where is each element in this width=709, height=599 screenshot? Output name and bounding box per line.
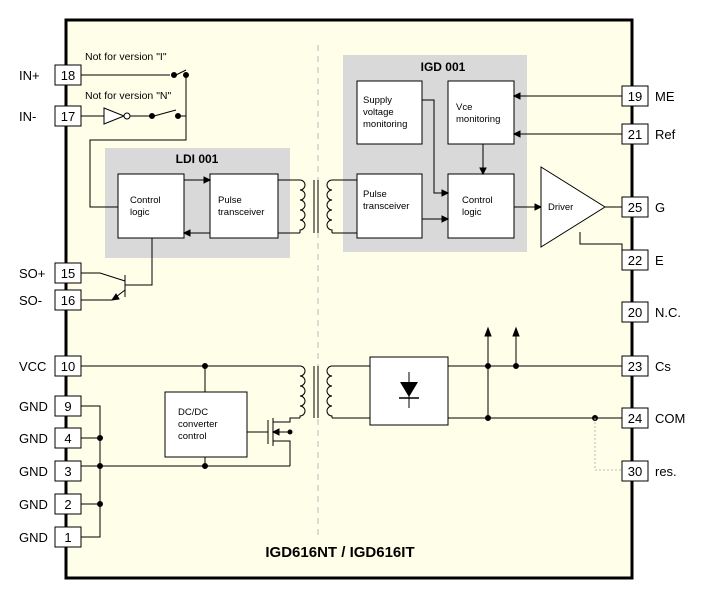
svg-text:N.C.: N.C. <box>655 305 681 320</box>
svg-text:16: 16 <box>61 293 75 308</box>
svg-text:Control: Control <box>462 195 493 206</box>
so-transistor <box>81 272 126 301</box>
box-control-logic-right: Control logic <box>447 173 515 239</box>
box-pulse-transceiver-left: Pulse transceiver <box>209 173 279 239</box>
pin-gnd-4: 4 GND <box>19 427 82 449</box>
svg-text:30: 30 <box>628 464 642 479</box>
svg-text:control: control <box>178 431 207 442</box>
pin-vcc: 10 VCC <box>19 355 82 377</box>
pin-gnd-3: 3 GND <box>19 460 82 482</box>
svg-text:24: 24 <box>628 411 642 426</box>
svg-text:monitoring: monitoring <box>456 114 500 125</box>
svg-text:converter: converter <box>178 419 218 430</box>
svg-text:10: 10 <box>61 359 75 374</box>
pin-in-plus: 18 IN+ <box>19 64 82 86</box>
igd-title: IGD 001 <box>421 60 466 74</box>
svg-text:18: 18 <box>61 68 75 83</box>
svg-text:GND: GND <box>19 530 48 545</box>
pin-nc: 20 N.C. <box>621 301 681 323</box>
note-version-i: Not for version "I" <box>85 51 167 63</box>
svg-text:21: 21 <box>628 127 642 142</box>
svg-text:23: 23 <box>628 359 642 374</box>
svg-text:25: 25 <box>628 200 642 215</box>
svg-text:GND: GND <box>19 399 48 414</box>
svg-text:19: 19 <box>628 89 642 104</box>
ldi-wiring <box>125 176 212 286</box>
pin-so-minus: 16 SO- <box>19 289 82 311</box>
svg-text:Ref: Ref <box>655 127 676 142</box>
svg-text:SO-: SO- <box>19 293 42 308</box>
svg-text:res.: res. <box>655 464 677 479</box>
svg-text:IN-: IN- <box>19 109 36 124</box>
svg-text:G: G <box>655 200 665 215</box>
pin-in-minus: 17 IN- <box>19 105 82 127</box>
svg-text:20: 20 <box>628 305 642 320</box>
svg-text:IN+: IN+ <box>19 68 40 83</box>
svg-text:Cs: Cs <box>655 359 671 374</box>
svg-text:DC/DC: DC/DC <box>178 407 208 418</box>
pin-g: 25 G <box>621 196 665 218</box>
svg-text:2: 2 <box>64 497 71 512</box>
rectifier <box>369 356 449 426</box>
igd-wiring <box>422 92 622 223</box>
svg-text:transceiver: transceiver <box>218 207 264 218</box>
svg-text:17: 17 <box>61 109 75 124</box>
transformer-bottom <box>299 365 370 419</box>
svg-text:transceiver: transceiver <box>363 201 409 212</box>
pin-com: 24 COM <box>621 407 685 429</box>
svg-text:GND: GND <box>19 497 48 512</box>
svg-text:logic: logic <box>130 207 150 218</box>
svg-text:Control: Control <box>130 195 161 206</box>
box-supply-monitoring: Supply voltage monitoring <box>356 80 423 145</box>
driver-wiring <box>579 206 623 250</box>
svg-text:monitoring: monitoring <box>363 119 407 130</box>
svg-text:GND: GND <box>19 431 48 446</box>
svg-text:ME: ME <box>655 89 675 104</box>
svg-text:SO+: SO+ <box>19 266 45 281</box>
svg-text:3: 3 <box>64 464 71 479</box>
box-dcdc-converter: DC/DC converter control <box>164 391 248 458</box>
box-pulse-transceiver-right: Pulse transceiver <box>356 173 423 239</box>
box-vce-monitoring: Vce monitoring <box>447 80 515 145</box>
module-title: IGD616NT / IGD616IT <box>265 544 414 561</box>
svg-text:4: 4 <box>64 431 71 446</box>
svg-text:1: 1 <box>64 530 71 545</box>
svg-text:Driver: Driver <box>548 202 573 213</box>
svg-text:logic: logic <box>462 207 482 218</box>
power-wiring-right <box>448 326 622 421</box>
svg-text:VCC: VCC <box>19 359 46 374</box>
input-wiring <box>81 69 189 208</box>
svg-text:Vce: Vce <box>456 102 472 113</box>
note-version-n: Not for version "N" <box>85 90 172 102</box>
svg-text:9: 9 <box>64 399 71 414</box>
svg-text:Pulse: Pulse <box>218 195 242 206</box>
svg-text:voltage: voltage <box>363 107 394 118</box>
box-control-logic-left: Control logic <box>117 173 185 239</box>
transformer-top <box>278 179 357 234</box>
pin-ref: 21 Ref <box>621 123 676 145</box>
svg-text:E: E <box>655 253 664 268</box>
pin-e: 22 E <box>621 249 664 271</box>
pin-gnd-9: 9 GND <box>19 395 82 417</box>
power-wiring-left <box>81 363 300 538</box>
svg-text:Pulse: Pulse <box>363 189 387 200</box>
ldi-title: LDI 001 <box>176 152 219 166</box>
svg-text:15: 15 <box>61 266 75 281</box>
pin-me: 19 ME <box>621 85 675 107</box>
driver-amplifier: Driver <box>540 166 606 248</box>
svg-text:22: 22 <box>628 253 642 268</box>
svg-text:COM: COM <box>655 411 685 426</box>
pin-gnd-2: 2 GND <box>19 493 82 515</box>
svg-text:GND: GND <box>19 464 48 479</box>
svg-text:Supply: Supply <box>363 95 392 106</box>
pin-cs: 23 Cs <box>621 355 671 377</box>
pin-gnd-1: 1 GND <box>19 526 82 548</box>
pin-res: 30 res. <box>621 460 677 482</box>
res-dotted-link <box>594 418 622 471</box>
pin-so-plus: 15 SO+ <box>19 262 82 284</box>
